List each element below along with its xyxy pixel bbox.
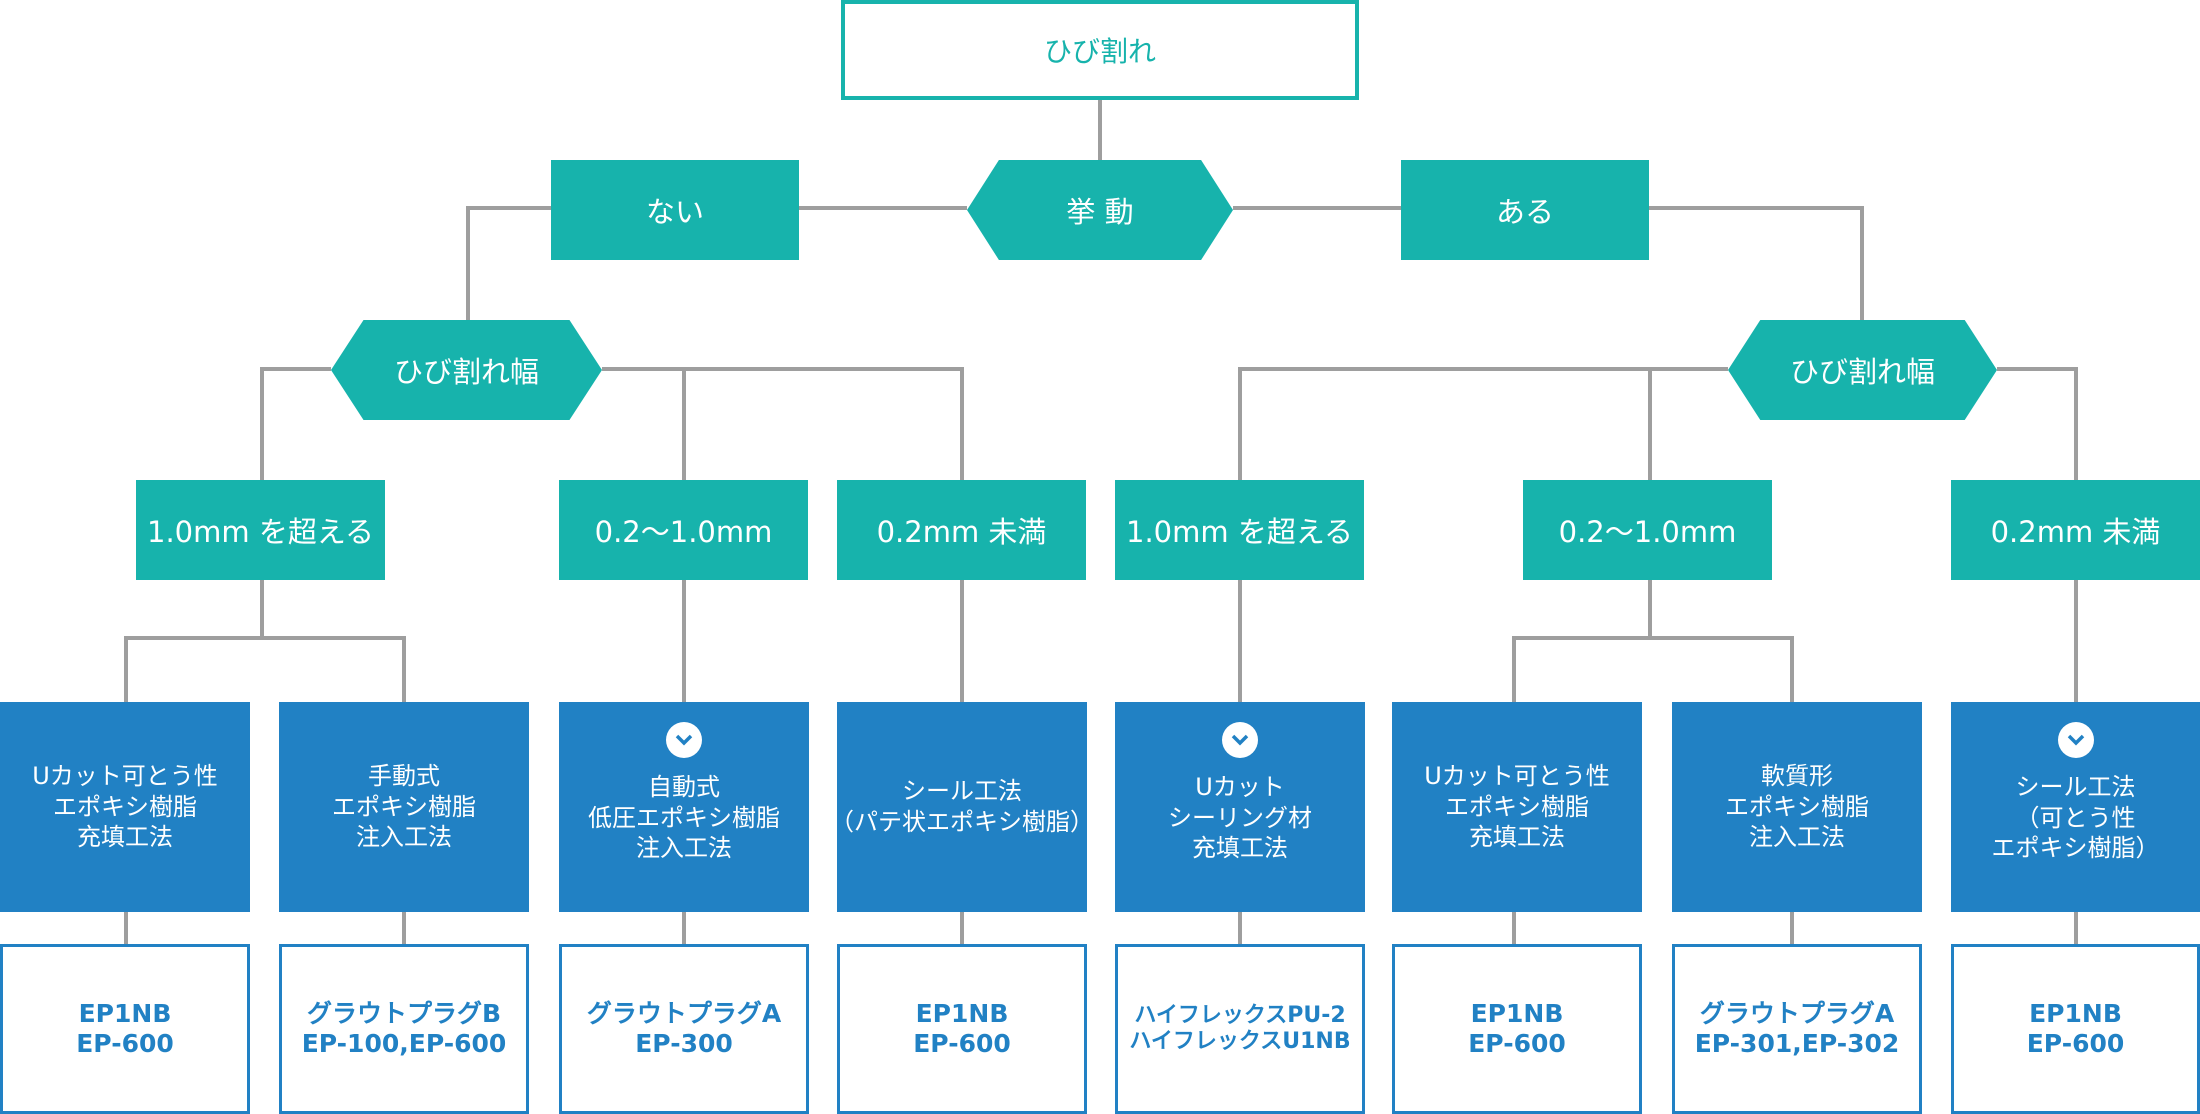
method-line: エポキシ樹脂 [332,792,476,821]
product-line: ハイフレックスU1NB [1129,1029,1351,1054]
product-box-4: EP1NB EP-600 [837,944,1087,1114]
product-box-2: グラウトプラグB EP-100,EP-600 [279,944,529,1114]
method-line: 注入工法 [636,834,732,863]
branch-no: ない [551,160,799,260]
width-left-under-02mm: 0.2mm 未満 [837,480,1086,580]
branch-yes: ある [1401,160,1649,260]
root-node: ひび割れ [841,0,1359,100]
method-line: 注入工法 [356,823,452,852]
product-line: グラウトプラグA [1699,999,1895,1028]
method-box-5: Uカット シーリング材 充填工法 [1115,702,1365,912]
width-right-over-1mm: 1.0mm を超える [1115,480,1364,580]
method-line: シール工法 [902,777,1022,806]
method-line: 低圧エポキシ樹脂 [588,803,780,832]
product-box-5: ハイフレックスPU-2 ハイフレックスU1NB [1115,944,1365,1114]
method-line: 軟質形 [1761,761,1833,790]
product-line: EP1NB [2029,999,2122,1028]
method-line: エポキシ樹脂 [1445,792,1589,821]
method-line: 充填工法 [77,823,173,852]
product-box-8: EP1NB EP-600 [1951,944,2200,1114]
chevron-down-icon [666,722,702,758]
width-left-mid: 0.2〜1.0mm [559,480,808,580]
method-line: 自動式 [648,773,720,801]
product-line: グラウトプラグB [306,999,502,1028]
product-box-1: EP1NB EP-600 [0,944,250,1114]
method-line: シーリング材 [1168,803,1312,832]
width-decision-left: ひび割れ幅 [331,320,602,420]
product-line: EP-600 [913,1029,1011,1058]
method-line: Uカット可とう性 [1424,761,1610,790]
method-line: 手動式 [368,761,440,790]
product-line: EP-600 [2026,1029,2125,1058]
product-box-3: グラウトプラグA EP-300 [559,944,809,1114]
method-box-3: 自動式 低圧エポキシ樹脂 注入工法 [559,702,809,912]
product-line: EP1NB [78,999,172,1028]
product-line: EP-600 [76,1029,174,1058]
method-box-2: 手動式 エポキシ樹脂 注入工法 [279,702,529,912]
method-line: エポキシ樹脂 [1725,792,1869,821]
product-box-7: グラウトプラグA EP-301,EP-302 [1672,944,1922,1114]
method-box-1: Uカット可とう性 エポキシ樹脂 充填工法 [0,702,250,912]
product-line: EP-300 [635,1029,733,1058]
width-decision-right: ひび割れ幅 [1728,320,1997,420]
product-line: EP1NB [915,999,1009,1028]
width-right-mid: 0.2〜1.0mm [1523,480,1772,580]
product-line: グラウトプラグA [586,999,782,1028]
method-line: Uカット [1195,773,1285,801]
method-line: （可とう性 [2015,803,2136,832]
width-right-under-02mm: 0.2mm 未満 [1951,480,2200,580]
method-line: シール工法 [2015,773,2136,801]
method-line: 充填工法 [1192,834,1288,863]
product-line: EP-301,EP-302 [1694,1029,1900,1058]
movement-decision: 挙 動 [967,160,1233,260]
width-left-over-1mm: 1.0mm を超える [136,480,385,580]
product-line: EP1NB [1470,999,1564,1028]
method-line: （パテ状エポキシ樹脂） [830,808,1094,836]
method-line: Uカット可とう性 [32,761,218,790]
method-line: 注入工法 [1749,823,1845,852]
method-box-8: シール工法 （可とう性 エポキシ樹脂） [1951,702,2200,912]
chevron-down-icon [1222,722,1258,758]
product-line: EP-100,EP-600 [301,1029,507,1058]
product-line: EP-600 [1468,1029,1566,1058]
chevron-down-icon [2057,722,2094,758]
method-box-4: シール工法 （パテ状エポキシ樹脂） [830,702,1094,912]
method-line: エポキシ樹脂 [53,792,197,821]
method-box-6: Uカット可とう性 エポキシ樹脂 充填工法 [1392,702,1642,912]
method-line: 充填工法 [1469,823,1565,852]
product-box-6: EP1NB EP-600 [1392,944,1642,1114]
method-line: エポキシ樹脂） [1991,834,2160,863]
product-line: ハイフレックスPU-2 [1134,1002,1346,1028]
method-box-7: 軟質形 エポキシ樹脂 注入工法 [1672,702,1922,912]
